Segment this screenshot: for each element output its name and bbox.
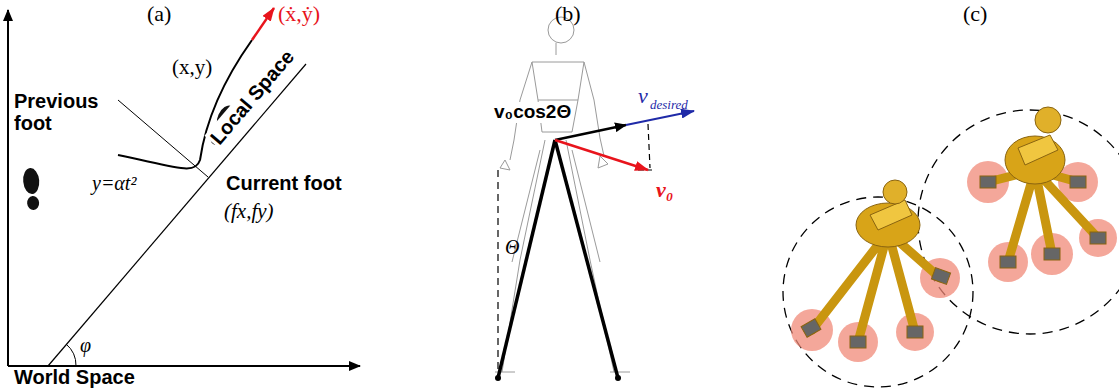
velocity-arrow <box>555 140 648 170</box>
projection-line <box>648 124 650 168</box>
foot-point <box>615 375 621 381</box>
angle-label: Θ <box>505 236 519 258</box>
velocity-label: (ẋ,ẏ) <box>278 2 320 26</box>
axis-label: World Space <box>14 366 135 388</box>
velocity-arrow <box>252 8 274 40</box>
desired-velocity-arrow <box>626 111 694 125</box>
axis-label: Local Space <box>204 44 299 150</box>
panel-c-drawing <box>783 107 1119 387</box>
robot <box>801 180 950 348</box>
velocity-subscript: desired <box>650 98 688 112</box>
stance-leg <box>498 140 555 378</box>
foot-label: Previous foot <box>14 90 114 134</box>
y-axis <box>7 10 9 366</box>
velocity-label: v₀ <box>656 178 673 202</box>
panel-letter: (a) <box>147 2 171 26</box>
projected-velocity-arrow <box>555 125 626 140</box>
swing-leg <box>555 140 618 378</box>
contact-zones <box>791 161 1117 362</box>
curve-equation: y=αt² <box>92 172 136 194</box>
panel-b-drawing <box>495 17 630 372</box>
footprint <box>22 167 42 210</box>
foot-point <box>495 375 501 381</box>
point-label: (x,y) <box>172 56 212 79</box>
panel-a-drawing <box>8 8 360 366</box>
vertical-reference <box>497 170 498 378</box>
velocity-label: v₀cos2Θ <box>492 102 573 123</box>
angle-label: φ <box>80 334 91 356</box>
robot <box>980 107 1106 268</box>
wireframe-feet <box>495 372 630 373</box>
support-circle <box>783 197 973 387</box>
panel-b-vectors <box>495 111 694 381</box>
wireframe-legs <box>502 140 614 372</box>
panel-letter: (c) <box>963 2 987 26</box>
support-circle <box>918 110 1119 334</box>
coordinate-label: (fx,fy) <box>224 200 274 223</box>
panel-letter: (b) <box>555 2 581 26</box>
foot-label: Current foot <box>224 172 344 194</box>
angle-arc <box>66 344 76 366</box>
wireframe-hands <box>500 156 608 170</box>
velocity-label: v <box>638 84 648 108</box>
